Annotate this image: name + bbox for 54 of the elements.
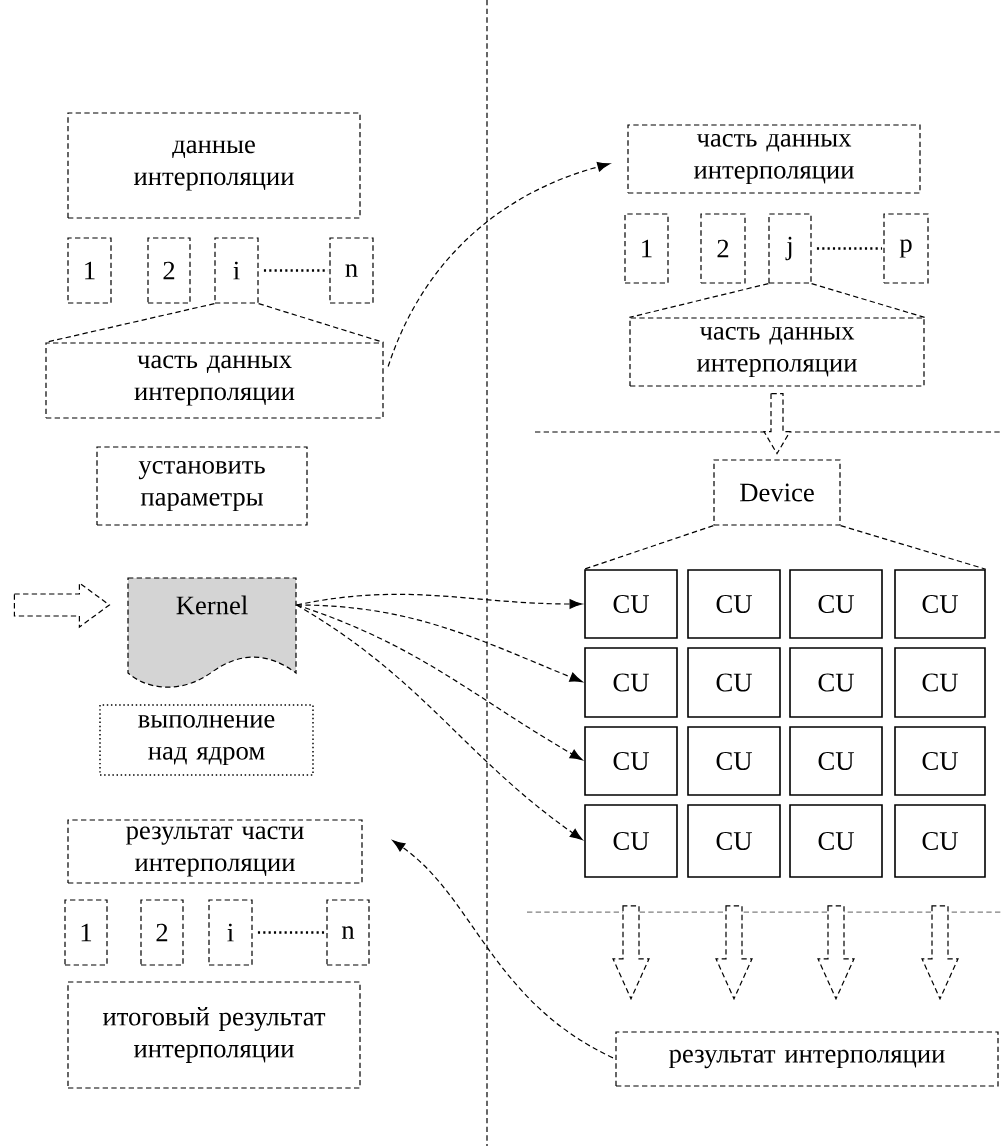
- zoom-line: [628, 283, 926, 318]
- result-box: результат интерполяции: [615, 1031, 999, 1087]
- compute-unit-box: CU: [789, 569, 883, 639]
- index-box: 1: [67, 237, 112, 304]
- compute-unit-box: CU: [584, 569, 678, 639]
- data-box: часть данных интерполяции: [627, 124, 921, 194]
- arrow: [387, 162, 611, 368]
- block-arrow: [921, 905, 959, 1001]
- compute-unit-box: CU: [584, 647, 678, 718]
- result-box: итоговый результат интерполяции: [67, 981, 361, 1089]
- compute-unit-box: CU: [687, 647, 781, 718]
- index-box: 2: [700, 213, 746, 284]
- arrow: [296, 604, 583, 761]
- process-box: установить параметры: [96, 446, 308, 526]
- index-box: i: [208, 899, 253, 966]
- data-box: данные интерполяции: [67, 112, 361, 219]
- index-box: 1: [64, 899, 108, 966]
- compute-unit-box: CU: [894, 726, 986, 796]
- block-arrow: [612, 905, 650, 1001]
- data-box: часть данных интерполяции: [45, 342, 384, 419]
- index-box: j: [768, 213, 812, 284]
- index-box: p: [883, 213, 929, 284]
- index-box: 1: [624, 213, 669, 284]
- zoom-line: [583, 525, 714, 570]
- arrow: [296, 604, 583, 683]
- arrow: [296, 604, 583, 841]
- compute-unit-box: CU: [687, 726, 781, 796]
- arrow: [392, 840, 614, 1059]
- block-arrow: [13, 581, 111, 629]
- compute-unit-box: CU: [894, 647, 986, 718]
- index-box: 2: [140, 899, 184, 966]
- index-box: n: [326, 899, 370, 966]
- index-box: n: [329, 237, 374, 304]
- device-box: Device: [713, 459, 841, 526]
- block-arrow: [715, 905, 753, 1001]
- data-box: часть данных интерполяции: [629, 317, 925, 387]
- index-box: 2: [147, 237, 191, 304]
- compute-unit-box: CU: [789, 804, 883, 878]
- block-arrow: [817, 905, 855, 1001]
- compute-unit-box: CU: [789, 726, 883, 796]
- compute-unit-box: CU: [687, 804, 781, 878]
- zoom-line: [44, 303, 385, 343]
- block-arrow: [762, 393, 792, 455]
- compute-unit-box: CU: [584, 726, 678, 796]
- compute-unit-box: CU: [894, 569, 986, 639]
- result-box: результат части интерполяции: [67, 819, 363, 884]
- compute-unit-box: CU: [789, 647, 883, 718]
- zoom-line: [840, 525, 987, 570]
- process-box: выполнение над ядром: [99, 704, 314, 776]
- compute-unit-box: CU: [584, 804, 678, 878]
- index-box: i: [214, 237, 259, 304]
- compute-unit-box: CU: [687, 569, 781, 639]
- compute-unit-box: CU: [894, 804, 986, 878]
- arrow: [296, 593, 583, 609]
